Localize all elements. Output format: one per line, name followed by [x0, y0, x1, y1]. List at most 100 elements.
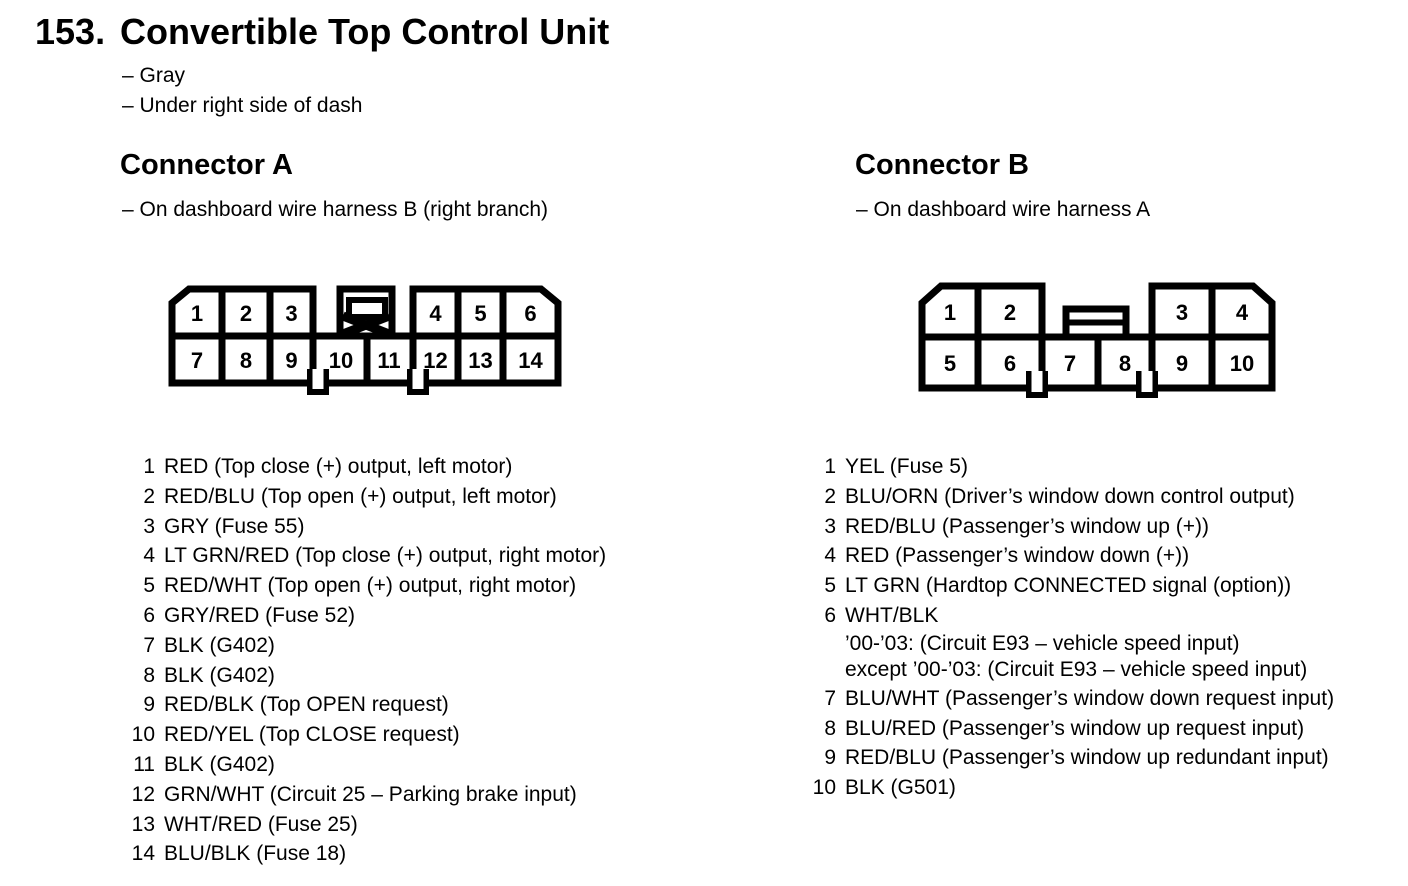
pin-cell-number: 9 — [285, 348, 297, 373]
latch-keyway-icon — [341, 297, 391, 339]
pin-cell-number: 10 — [1230, 351, 1254, 376]
pin-row: 3 GRY (Fuse 55) — [117, 512, 606, 542]
pin-number: 10 — [131, 723, 155, 747]
pin-row: 7 BLU/WHT (Passenger’s window down reques… — [798, 684, 1334, 714]
keyway-notch — [407, 369, 429, 395]
pin-number: 5 — [143, 574, 155, 598]
pin-number: 5 — [824, 574, 836, 598]
pin-label: GRY (Fuse 55) — [164, 514, 305, 538]
connector-b-subheading: – On dashboard wire harness A — [856, 198, 1151, 221]
pin-number: 4 — [824, 544, 836, 568]
pin-number: 6 — [824, 603, 836, 627]
pin-cell-number: 12 — [423, 348, 447, 373]
pin-row: 1 RED (Top close (+) output, left motor) — [117, 452, 606, 482]
pin-cell-number: 4 — [429, 301, 442, 326]
connector-a-diagram: 1 2 3 4 5 6 7 8 9 10 11 12 13 14 — [168, 285, 562, 395]
pin-label: RED/WHT (Top open (+) output, right moto… — [164, 574, 577, 598]
pin-row: 2 BLU/ORN (Driver’s window down control o… — [798, 482, 1334, 512]
pin-sublabel: ’00-’03: (Circuit E93 – vehicle speed in… — [845, 631, 1240, 655]
connector-a-subheading: – On dashboard wire harness B (right bra… — [122, 198, 549, 221]
pin-cell-number: 8 — [1119, 351, 1131, 376]
pin-cell-number: 6 — [524, 301, 536, 326]
pin-cell-number: 2 — [1004, 300, 1016, 325]
pin-row: 10 RED/YEL (Top CLOSE request) — [117, 720, 606, 750]
pin-cell-number: 3 — [285, 301, 297, 326]
pin-row: 4 RED (Passenger’s window down (+)) — [798, 541, 1334, 571]
pin-cell-number: 1 — [944, 300, 956, 325]
pin-number: 2 — [143, 484, 155, 508]
connector-a-pin-list: 1 RED (Top close (+) output, left motor) 2… — [117, 452, 606, 869]
pin-label: RED/BLK (Top OPEN request) — [164, 693, 449, 717]
pin-number: 13 — [131, 812, 155, 836]
pin-row: 2 RED/BLU (Top open (+) output, left moto… — [117, 482, 606, 512]
pin-label: RED (Top close (+) output, left motor) — [164, 455, 513, 478]
keyway-notch — [1136, 371, 1158, 398]
pin-number: 12 — [131, 782, 155, 806]
pin-cell-number: 5 — [474, 301, 486, 326]
connector-a-heading: Connector A — [120, 149, 293, 181]
pin-row: 5 LT GRN (Hardtop CONNECTED signal (optio… — [798, 571, 1334, 601]
pin-label: RED/BLU (Top open (+) output, left motor… — [164, 484, 557, 508]
pin-cell-number: 14 — [518, 348, 543, 373]
pin-cell-number: 4 — [1236, 300, 1249, 325]
pin-cell-number: 10 — [329, 348, 353, 373]
pin-number: 3 — [143, 514, 155, 538]
pin-number: 14 — [131, 842, 155, 866]
pin-cell-number: 13 — [468, 348, 492, 373]
pin-label: RED/BLU (Passenger’s window up redundant… — [845, 746, 1329, 770]
pin-cell-number: 2 — [240, 301, 252, 326]
pin-number: 2 — [824, 484, 836, 508]
pin-cell-number: 6 — [1004, 351, 1016, 376]
pin-cell-number: 7 — [191, 348, 203, 373]
pin-label: BLK (G501) — [845, 776, 956, 800]
pin-cell-number: 3 — [1176, 300, 1188, 325]
section-number: 153. — [35, 11, 106, 52]
pin-cell-number: 9 — [1176, 351, 1188, 376]
pin-row: 14 BLU/BLK (Fuse 18) — [117, 839, 606, 869]
latch-tab-icon — [1062, 305, 1130, 341]
pin-sublabel: except ’00-’03: (Circuit E93 – vehicle s… — [845, 658, 1308, 682]
pin-cell-number: 11 — [377, 348, 400, 373]
pin-label: BLU/WHT (Passenger’s window down request… — [845, 686, 1335, 710]
pin-label: GRN/WHT (Circuit 25 – Parking brake inpu… — [164, 782, 577, 806]
pin-label: BLU/ORN (Driver’s window down control ou… — [845, 484, 1295, 508]
pin-number: 1 — [143, 455, 155, 478]
pin-row: 9 RED/BLU (Passenger’s window up redundan… — [798, 743, 1334, 773]
pin-number: 7 — [824, 686, 836, 710]
pin-number: 9 — [143, 693, 155, 717]
pin-label: RED (Passenger’s window down (+)) — [845, 544, 1190, 568]
pin-label: BLK (G402) — [164, 663, 275, 687]
connector-b-shell — [918, 282, 1276, 392]
unit-notes: – Gray – Under right side of dash — [122, 61, 362, 120]
pin-label: WHT/BLK — [845, 603, 939, 627]
pin-number: 1 — [824, 455, 836, 478]
pin-cell-number: 8 — [240, 348, 252, 373]
connector-b-diagram: 1 2 3 4 5 6 7 8 9 10 — [918, 282, 1276, 398]
pin-number: 10 — [812, 776, 836, 800]
pin-number: 11 — [133, 752, 155, 776]
pin-label: LT GRN (Hardtop CONNECTED signal (option… — [845, 574, 1292, 598]
keyway-notch — [307, 369, 329, 395]
connector-b-heading: Connector B — [855, 149, 1029, 181]
connector-a-pin-numbers: 1 2 3 4 5 6 7 8 9 10 11 12 13 14 — [191, 301, 544, 373]
pin-label: WHT/RED (Fuse 25) — [164, 812, 358, 836]
pin-cell-number: 5 — [944, 351, 956, 376]
pin-label: BLK (G402) — [164, 633, 275, 657]
pin-label: LT GRN/RED (Top close (+) output, right … — [164, 544, 607, 568]
pin-number: 9 — [824, 746, 836, 770]
pin-label: BLK (G402) — [164, 752, 275, 776]
pin-row: 11 BLK (G402) — [117, 750, 606, 780]
pin-label: RED/YEL (Top CLOSE request) — [164, 723, 460, 747]
pin-row: 5 RED/WHT (Top open (+) output, right mot… — [117, 571, 606, 601]
pin-label: BLU/BLK (Fuse 18) — [164, 842, 347, 866]
pin-row: 6 WHT/BLK — [798, 601, 1334, 631]
pin-row: 13 WHT/RED (Fuse 25) — [117, 810, 606, 840]
